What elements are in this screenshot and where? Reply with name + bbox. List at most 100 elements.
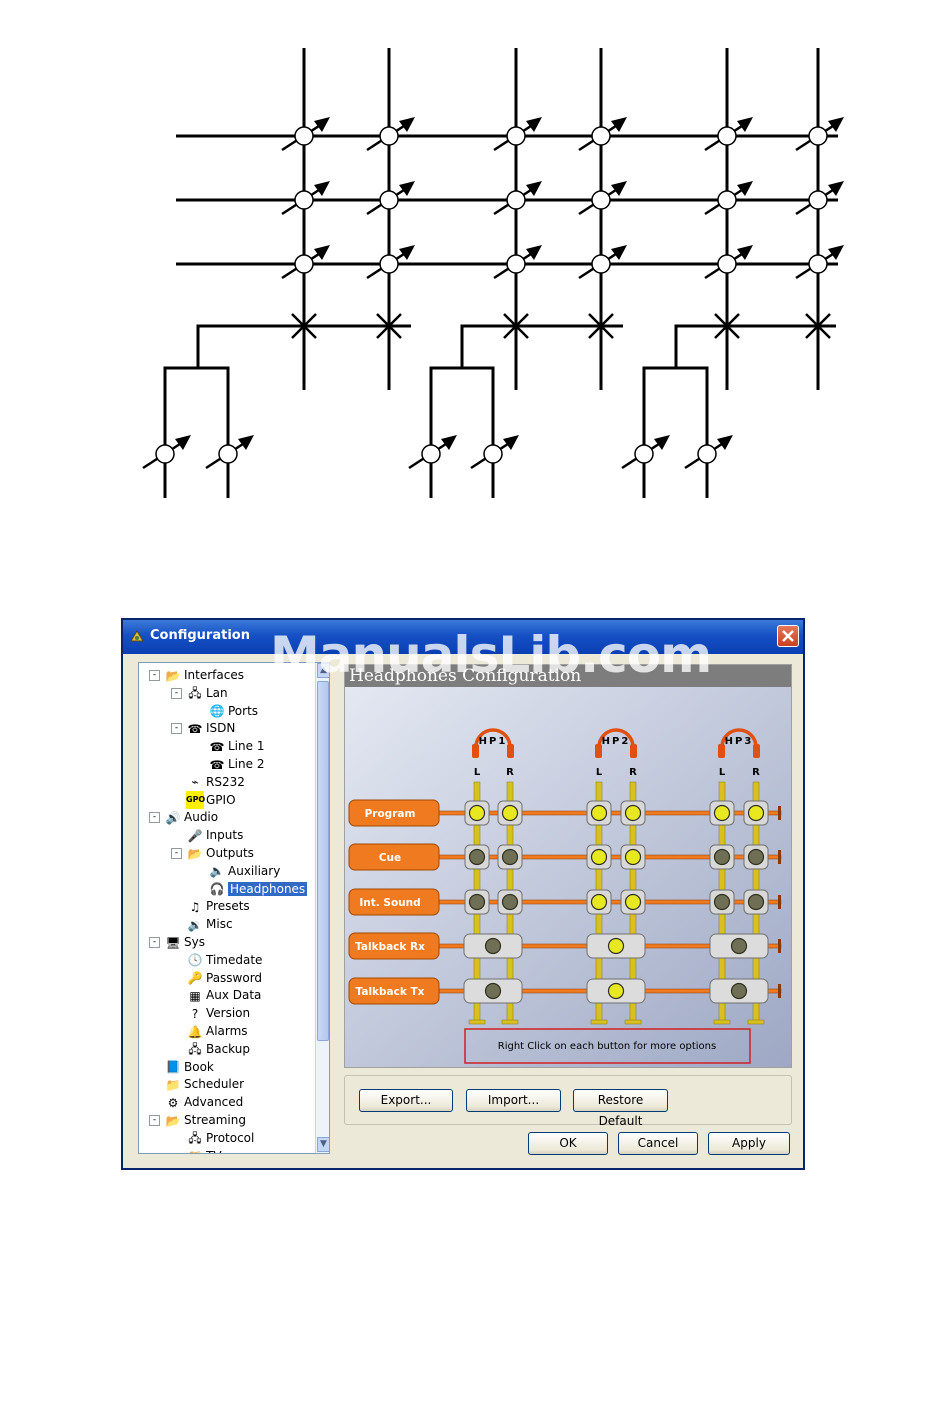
tree-item-label: Line 1 xyxy=(228,739,265,754)
pot-arrow xyxy=(526,245,542,260)
pot-arrow xyxy=(314,245,330,260)
earcup xyxy=(595,744,602,758)
scroll-down-button[interactable]: ▼ xyxy=(317,1137,329,1152)
collapse-toggle[interactable]: - xyxy=(171,687,182,699)
tree-item-backup[interactable]: 🖧Backup xyxy=(171,1040,250,1058)
gpio-icon: GPO xyxy=(186,791,205,810)
input-pair xyxy=(642,366,709,498)
bus-group xyxy=(196,324,411,368)
tree-item-auxiliary[interactable]: 🔈Auxiliary xyxy=(193,862,281,880)
scroll-thumb[interactable] xyxy=(317,681,329,1041)
crosspoint-off xyxy=(713,893,731,911)
close-icon xyxy=(782,630,794,642)
tree-item-scheduler[interactable]: 📁Scheduler xyxy=(149,1075,245,1093)
hint-box xyxy=(464,1028,751,1064)
pot-arrow xyxy=(828,117,844,132)
tree-item-sys[interactable]: -🖥Sys xyxy=(149,933,205,951)
bus-group xyxy=(674,324,836,368)
export-button[interactable]: Export... xyxy=(359,1089,453,1112)
pot-node xyxy=(506,190,526,210)
tree-item-label: Alarms xyxy=(206,1024,248,1038)
tree-item-advanced[interactable]: ⚙Advanced xyxy=(149,1093,244,1111)
channel-label: R xyxy=(629,767,637,778)
tree-scrollbar[interactable]: ▲ ▼ xyxy=(315,663,329,1153)
hint-text: Right Click on each button for more opti… xyxy=(498,1041,716,1052)
tree-item-streaming[interactable]: -📂Streaming xyxy=(149,1111,246,1129)
window-title: Configuration xyxy=(150,628,250,643)
tree-item-outputs[interactable]: -📂Outputs xyxy=(171,844,254,862)
data-icon: ▦ xyxy=(189,988,201,1003)
cancel-button[interactable]: Cancel xyxy=(618,1132,698,1155)
network-icon: 🖧 xyxy=(188,686,202,701)
ok-button[interactable]: OK xyxy=(528,1132,608,1155)
pot-node xyxy=(717,254,737,274)
speaker-icon: 🔊 xyxy=(165,810,181,825)
tree-item-line-2[interactable]: ☎Line 2 xyxy=(193,755,265,773)
tree-item-timedate[interactable]: 🕓Timedate xyxy=(171,951,263,969)
tree-item-password[interactable]: 🔑Password xyxy=(171,969,263,987)
network-icon: 🖧 xyxy=(188,1042,202,1057)
restore-default-button[interactable]: Restore Default xyxy=(573,1089,668,1128)
pot-node xyxy=(379,254,399,274)
source-label-box xyxy=(348,843,440,871)
tree-item-label: TV xyxy=(206,1149,222,1153)
collapse-toggle[interactable]: - xyxy=(171,848,182,859)
tree-item-book[interactable]: 📘Book xyxy=(149,1058,214,1076)
crosspoint-schematic xyxy=(142,48,844,498)
pot-node xyxy=(506,126,526,146)
collapse-toggle[interactable]: - xyxy=(149,670,160,681)
tree-item-isdn[interactable]: -☎ISDN xyxy=(171,719,235,737)
crosspoint-on xyxy=(607,937,625,955)
collapse-toggle[interactable]: - xyxy=(149,1115,160,1126)
pot-node xyxy=(591,190,611,210)
tree-item-label: Headphones xyxy=(228,881,308,896)
crosspoint-off xyxy=(501,848,519,866)
headphones-icon xyxy=(720,728,758,748)
tree-item-gpio[interactable]: GPOGPIO xyxy=(171,791,236,810)
tree-item-presets[interactable]: ♫Presets xyxy=(171,897,250,915)
crosspoint-off xyxy=(484,982,502,1000)
tree-item-headphones[interactable]: 🎧Headphones xyxy=(193,880,308,898)
tree-item-rs232[interactable]: ⌁RS232 xyxy=(171,773,244,791)
scroll-up-button[interactable]: ▲ xyxy=(317,663,329,678)
apply-button[interactable]: Apply xyxy=(708,1132,790,1155)
pot-node xyxy=(808,190,828,210)
rail-foot xyxy=(624,1019,642,1025)
rail-foot xyxy=(747,1019,765,1025)
tree-item-label: Interfaces xyxy=(184,668,244,682)
headphone-label: HP3 xyxy=(725,736,754,747)
tree-item-protocol[interactable]: 🖧Protocol xyxy=(171,1129,254,1147)
pot-arrow xyxy=(717,435,733,450)
tree-item-ports[interactable]: 🌐Ports xyxy=(193,702,259,720)
configuration-window: Configuration -📂Interfaces-🖧Lan🌐Ports-☎I… xyxy=(121,618,805,1170)
collapse-toggle[interactable]: - xyxy=(171,723,182,735)
tree-item-misc[interactable]: 🔉Misc xyxy=(171,915,233,933)
tree-item-tv[interactable]: 📁TV xyxy=(171,1147,222,1153)
close-button[interactable] xyxy=(777,625,799,647)
crosspoint-on xyxy=(713,804,731,822)
network-icon: 🖧 xyxy=(188,1131,202,1146)
tree-item-line-1[interactable]: ☎Line 1 xyxy=(193,737,265,755)
import-button[interactable]: Import... xyxy=(466,1089,561,1112)
advanced-icon: ⚙ xyxy=(167,1095,179,1110)
crosspoint-x xyxy=(588,313,614,339)
tree-item-version[interactable]: ?Version xyxy=(171,1004,250,1022)
tree-item-label: Scheduler xyxy=(184,1077,245,1092)
tree-item-audio[interactable]: -🔊Audio xyxy=(149,808,218,826)
tree-item-aux-data[interactable]: ▦Aux Data xyxy=(171,986,261,1004)
tree-item-interfaces[interactable]: -📂Interfaces xyxy=(149,666,244,684)
pot-arrow xyxy=(399,245,415,260)
collapse-toggle[interactable]: - xyxy=(149,812,160,824)
bus-end xyxy=(778,939,781,953)
tree-item-inputs[interactable]: 🎤Inputs xyxy=(171,826,244,844)
tree-item-lan[interactable]: -🖧Lan xyxy=(171,684,228,702)
pot-arrow xyxy=(611,117,627,132)
pot-arrow xyxy=(737,117,753,132)
tree-item-label: Version xyxy=(206,1006,251,1021)
source-label-box xyxy=(348,888,440,916)
crosspoint-on xyxy=(747,804,765,822)
navigation-tree[interactable]: -📂Interfaces-🖧Lan🌐Ports-☎ISDN☎Line 1☎Lin… xyxy=(138,662,330,1154)
tree-item-alarms[interactable]: 🔔Alarms xyxy=(171,1022,248,1040)
crosspoint-on xyxy=(590,893,608,911)
collapse-toggle[interactable]: - xyxy=(149,937,160,948)
